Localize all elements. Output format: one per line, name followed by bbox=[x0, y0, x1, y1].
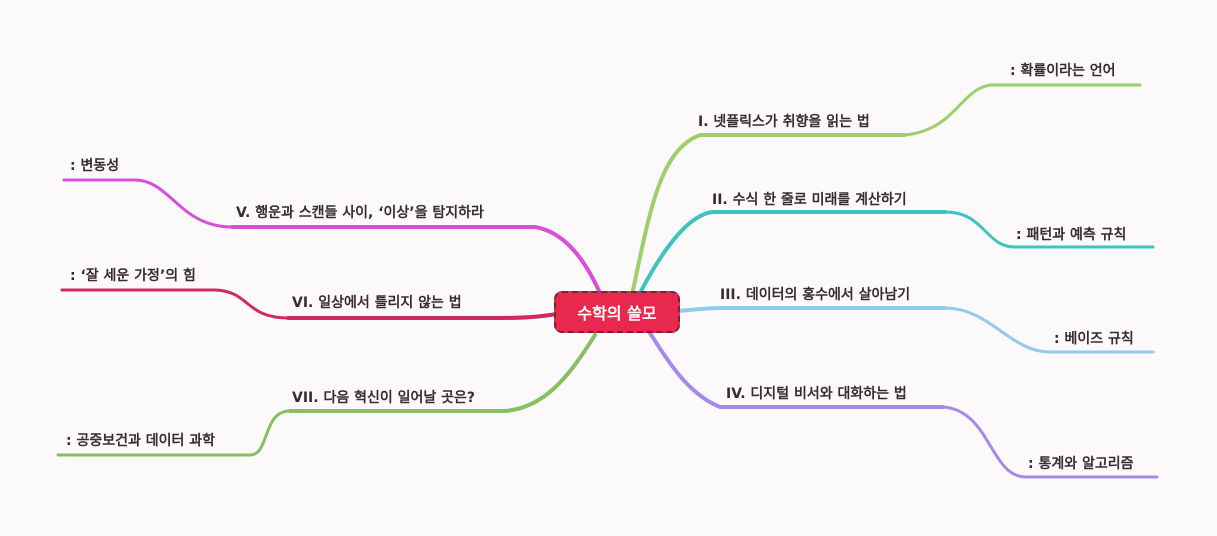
connector-b1-main bbox=[630, 133, 907, 297]
connector-b2-sub bbox=[943, 210, 1155, 249]
subtopic-2[interactable]: : 패턴과 예측 규칙 bbox=[1016, 227, 1127, 243]
connector-b3-sub bbox=[943, 306, 1155, 354]
connector-b3-main bbox=[676, 306, 947, 313]
connector-b1-sub bbox=[903, 83, 1142, 137]
branch-topic-2[interactable]: II. 수식 한 줄로 미래를 계산하기 bbox=[712, 192, 907, 208]
connector-b4-sub bbox=[941, 405, 1159, 479]
subtopic-1[interactable]: : 확률이라는 언어 bbox=[1010, 63, 1116, 79]
branch-topic-3[interactable]: III. 데이터의 홍수에서 살아남기 bbox=[720, 287, 911, 303]
subtopic-5[interactable]: : 변동성 bbox=[70, 158, 120, 174]
subtopic-3[interactable]: : 베이즈 규칙 bbox=[1054, 331, 1134, 347]
connector-b6-sub bbox=[60, 288, 290, 320]
connector-b6-main bbox=[286, 312, 558, 320]
subtopic-4[interactable]: : 통계와 알고리즘 bbox=[1028, 456, 1134, 472]
branch-topic-6[interactable]: VI. 일상에서 틀리지 않는 법 bbox=[292, 295, 462, 311]
subtopic-6[interactable]: : ‘잘 세운 가정’의 힘 bbox=[70, 268, 196, 284]
connector-b2-main bbox=[638, 210, 947, 295]
connector-b5-sub bbox=[62, 178, 234, 229]
connector-b7-main bbox=[288, 333, 597, 413]
branch-topic-7[interactable]: VII. 다음 혁신이 일어날 곳은? bbox=[292, 390, 475, 406]
connector-b7-sub bbox=[56, 409, 292, 457]
branch-topic-1[interactable]: I. 넷플릭스가 취향을 읽는 법 bbox=[698, 114, 870, 130]
branch-topic-4[interactable]: IV. 디지털 비서와 대화하는 법 bbox=[726, 386, 907, 402]
connector-b5-main bbox=[230, 225, 602, 295]
branch-topic-5[interactable]: V. 행운과 스캔들 사이, ‘이상’을 탐지하라 bbox=[236, 205, 484, 221]
subtopic-7[interactable]: : 공중보건과 데이터 과학 bbox=[66, 433, 216, 449]
connector-b4-main bbox=[648, 331, 945, 409]
central-topic[interactable]: 수학의 쓸모 bbox=[554, 291, 680, 333]
